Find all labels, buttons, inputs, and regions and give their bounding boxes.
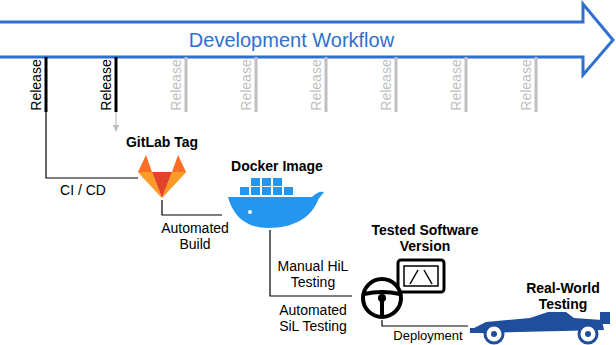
edge-label: Automated Build: [156, 220, 234, 252]
diagram-title: Development Workflow: [0, 28, 583, 52]
release-marker: Release: [308, 55, 324, 115]
release-marker: Release: [238, 55, 254, 115]
release-marker: Release: [448, 55, 464, 115]
tool-node: Tested Software Version: [352, 222, 498, 320]
edge-label: Deployment: [388, 328, 468, 343]
tool-node: Real-World Testing: [468, 280, 612, 343]
flow-label: Automated SiL Testing: [272, 302, 354, 334]
ci-cd-line: [46, 112, 138, 178]
race-car: [470, 312, 610, 343]
gitlab-logo: [138, 155, 186, 198]
hil-sil-icon: [363, 260, 444, 317]
flow-label: CI / CD: [52, 182, 114, 198]
flow-connector: [382, 320, 468, 326]
node-heading: Real-World Testing: [516, 280, 610, 312]
release-marker: Release: [518, 55, 534, 115]
release-arrow: [115, 112, 116, 131]
release-marker: Release: [98, 55, 114, 115]
release-marker: Release: [168, 55, 184, 115]
node-heading: GitLab Tag: [108, 134, 216, 150]
node-heading: Docker Image: [222, 158, 332, 174]
node-heading: Tested Software Version: [352, 222, 498, 254]
edge-label: Manual HiL Testing: [272, 258, 354, 290]
tool-node: Docker Image: [222, 158, 332, 230]
release-marker: Release: [378, 55, 394, 115]
flow-connector: [162, 200, 222, 215]
docker-logo: [228, 178, 324, 228]
tool-node: GitLab Tag: [108, 134, 216, 202]
release-marker: Release: [28, 55, 44, 115]
